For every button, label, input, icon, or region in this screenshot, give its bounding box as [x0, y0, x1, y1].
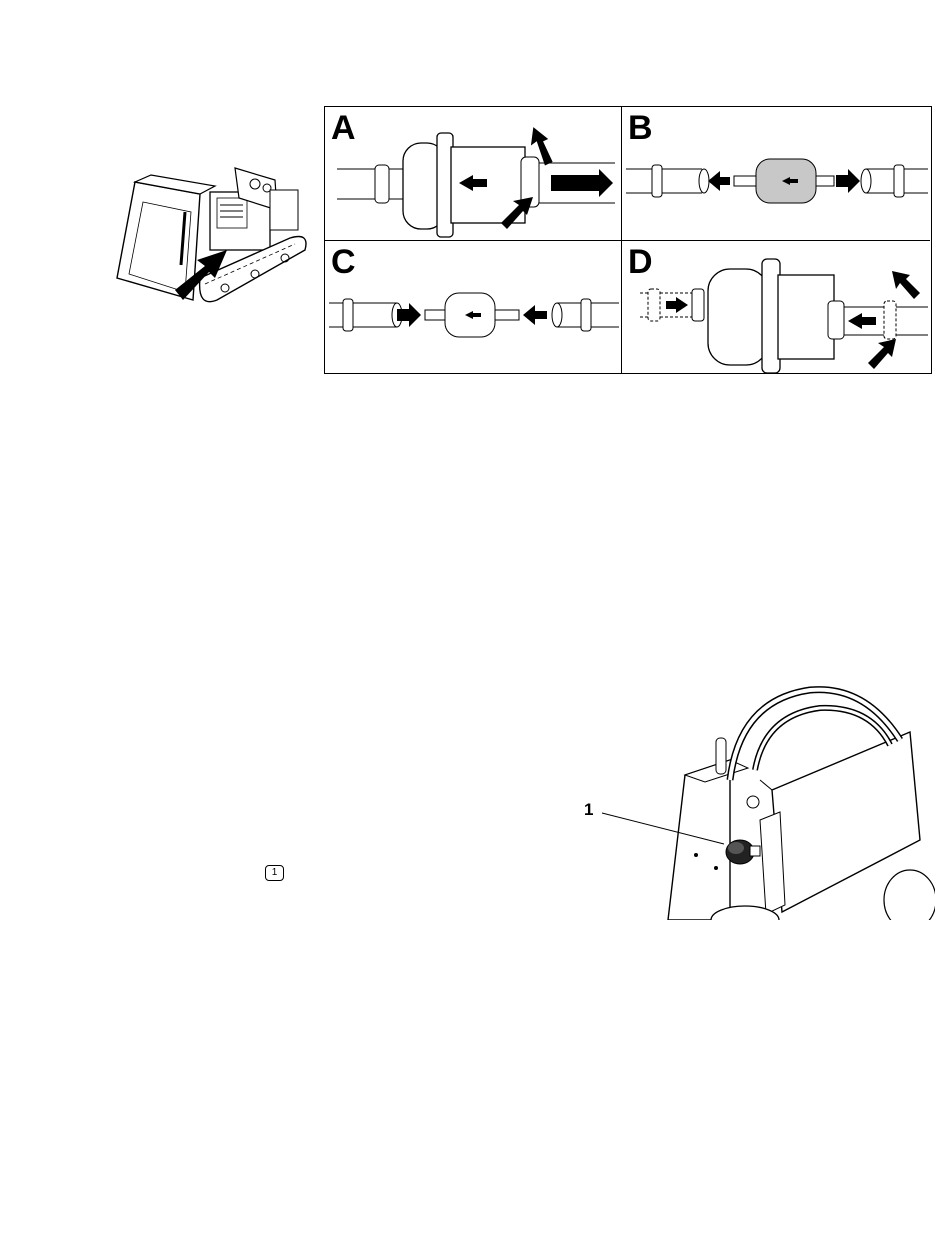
- step-panel-b: B: [622, 107, 930, 241]
- hose-clamp-icon: [692, 289, 704, 321]
- arrow-icon: [848, 313, 876, 329]
- fuel-filter-icon: [622, 241, 930, 374]
- hose-clamp-icon: [652, 165, 662, 197]
- arrow-icon: [836, 169, 860, 193]
- hose-clamp-icon: [648, 289, 660, 321]
- hose-clamp-icon: [828, 301, 844, 339]
- fuel-filter-icon: [622, 107, 930, 240]
- arrow-icon: [892, 271, 920, 299]
- callout-number: 1: [584, 800, 593, 820]
- fuel-filter-icon: [325, 241, 621, 374]
- arrow-icon: [868, 339, 896, 369]
- hose-clamp-icon: [375, 165, 389, 203]
- fuel-filter-icon: [325, 107, 621, 240]
- arrow-icon: [708, 171, 730, 191]
- callout-reference-badge: 1: [265, 865, 284, 881]
- hose-clamp-icon: [581, 299, 591, 331]
- shutoff-knob-icon: [726, 840, 760, 864]
- arrow-icon: [666, 297, 688, 313]
- hose-clamp-icon: [884, 301, 896, 339]
- fuel-filter-steps-figure: A B: [324, 106, 932, 374]
- step-panel-d: D: [622, 241, 930, 374]
- hose-clamp-icon: [343, 299, 353, 331]
- hose-clamp-icon: [894, 165, 904, 197]
- arrow-icon: [523, 305, 547, 325]
- machine-overview-illustration: [105, 150, 320, 325]
- step-panel-a: A: [325, 107, 622, 241]
- fuel-shutoff-valve-illustration: [580, 680, 935, 920]
- step-panel-c: C: [325, 241, 622, 374]
- arrow-icon: [551, 169, 613, 197]
